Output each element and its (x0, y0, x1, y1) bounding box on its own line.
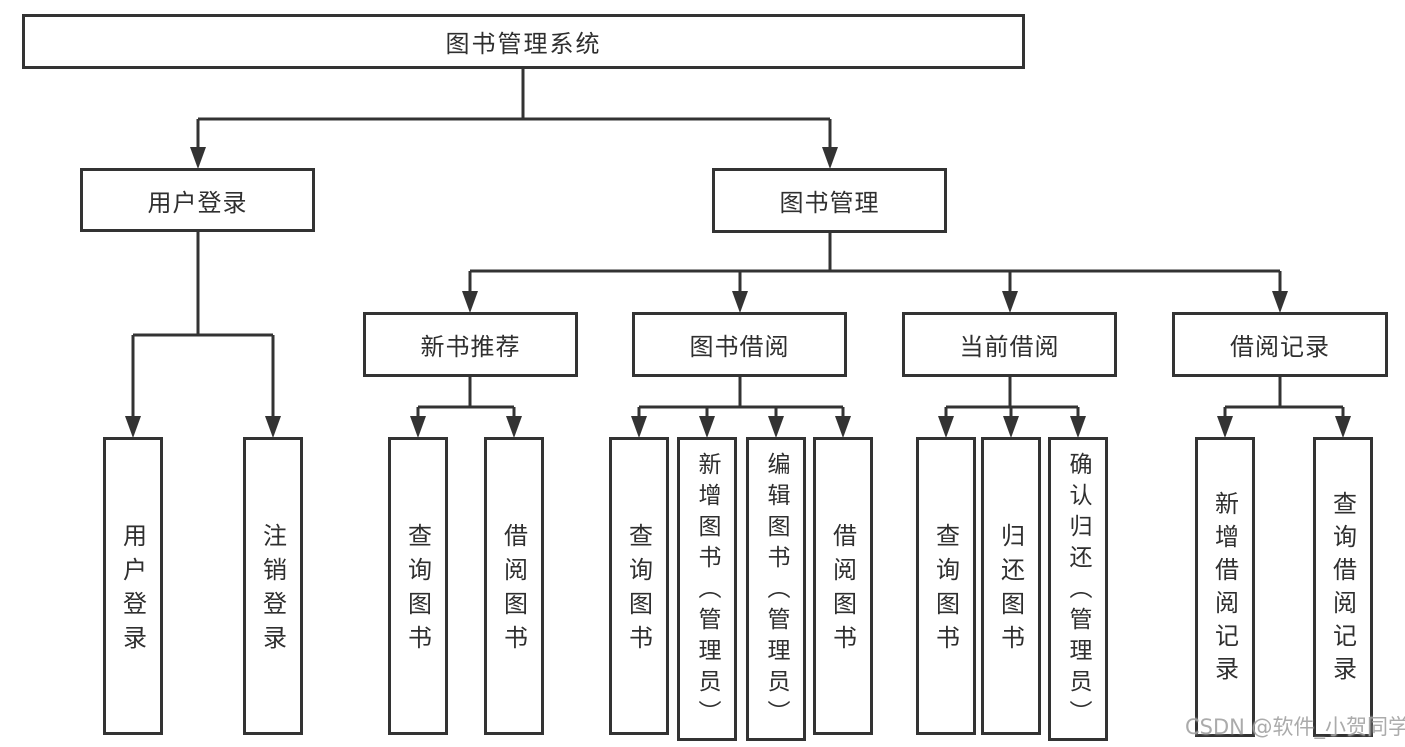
leaf-recommend-borrow-book: 借阅图书 (484, 437, 544, 735)
leaf-label: 编辑图书（管理员） (763, 451, 789, 731)
arrowhead (506, 416, 522, 438)
leaf-current-query-book: 查询图书 (916, 437, 976, 735)
arrowhead (462, 291, 478, 313)
connector-root-to-level2 (196, 69, 832, 150)
node-user-login: 用户登录 (80, 168, 315, 232)
arrowhead (125, 416, 141, 438)
leaf-label: 查询图书 (931, 523, 960, 659)
arrowhead (631, 416, 647, 438)
node-label: 用户登录 (147, 188, 248, 217)
connector-current-children (944, 377, 1080, 421)
arrowhead (190, 147, 206, 169)
leaf-label: 查询借阅记录 (1328, 491, 1357, 689)
leaf-borrow-query-book: 查询图书 (609, 437, 669, 735)
arrowhead (265, 416, 281, 438)
leaf-recommend-query-book: 查询图书 (388, 437, 448, 735)
arrowheads-group (125, 147, 1351, 438)
arrowhead (835, 416, 851, 438)
node-label: 图书借阅 (689, 333, 790, 361)
arrowhead (1217, 416, 1233, 438)
node-label: 图书管理系统 (445, 30, 602, 58)
leaf-label: 新增图书（管理员） (694, 451, 720, 731)
node-label: 图书管理 (779, 189, 880, 217)
node-book-borrow: 图书借阅 (632, 312, 847, 377)
leaf-user-login: 用户登录 (103, 437, 163, 735)
leaf-label: 确认归还（管理员） (1065, 451, 1091, 731)
arrowhead (938, 416, 954, 438)
connector-book-management-children (468, 233, 1282, 294)
leaf-records-add-record: 新增借阅记录 (1195, 437, 1255, 737)
node-label: 当前借阅 (959, 333, 1060, 361)
leaf-borrow-edit-book-admin: 编辑图书（管理员） (746, 437, 806, 741)
connector-paths-group (131, 69, 1345, 421)
connector-recommend-children (416, 377, 516, 421)
node-book-management: 图书管理 (712, 168, 947, 233)
leaf-label: 归还图书 (996, 523, 1025, 659)
leaf-records-query-record: 查询借阅记录 (1313, 437, 1373, 737)
leaf-borrow-borrow-book: 借阅图书 (813, 437, 873, 735)
leaf-current-confirm-return-admin: 确认归还（管理员） (1048, 437, 1108, 741)
node-label: 新书推荐 (420, 333, 521, 361)
connector-user-login-children (131, 232, 275, 419)
arrowhead (410, 416, 426, 438)
connector-borrow-children (637, 377, 845, 421)
arrowhead (1002, 291, 1018, 313)
arrowhead (1003, 416, 1019, 438)
leaf-borrow-add-book-admin: 新增图书（管理员） (677, 437, 737, 741)
node-borrow-records: 借阅记录 (1172, 312, 1388, 377)
arrowhead (822, 147, 838, 169)
leaf-logout: 注销登录 (243, 437, 303, 735)
connector-records-children (1223, 377, 1345, 421)
leaf-current-return-book: 归还图书 (981, 437, 1041, 735)
leaf-label: 注销登录 (258, 523, 287, 659)
arrowhead (1335, 416, 1351, 438)
leaf-label: 借阅图书 (828, 523, 857, 659)
leaf-label: 查询图书 (403, 523, 432, 659)
watermark: CSDN @软件_小贺同学 (1185, 715, 1405, 739)
arrowhead (699, 416, 715, 438)
node-library-management-system: 图书管理系统 (22, 14, 1025, 69)
arrowhead (1070, 416, 1086, 438)
leaf-label: 用户登录 (118, 523, 147, 659)
node-current-borrow: 当前借阅 (902, 312, 1117, 377)
node-label: 借阅记录 (1230, 333, 1330, 361)
node-new-book-recommend: 新书推荐 (363, 312, 578, 377)
arrowhead (768, 416, 784, 438)
leaf-label: 借阅图书 (499, 523, 528, 659)
arrowhead (732, 291, 748, 313)
leaf-label: 查询图书 (624, 523, 653, 659)
leaf-label: 新增借阅记录 (1210, 491, 1239, 689)
arrowhead (1272, 291, 1288, 313)
